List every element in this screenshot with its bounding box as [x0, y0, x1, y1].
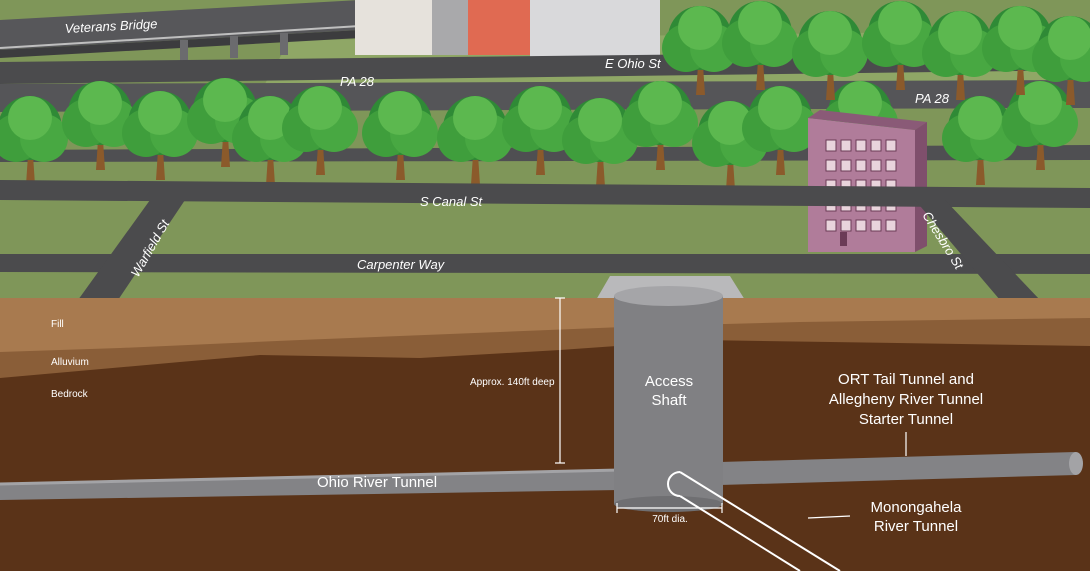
building-window	[870, 219, 882, 232]
tree	[942, 96, 1018, 185]
building-window	[885, 139, 897, 152]
road-s-canal-st	[0, 180, 1090, 208]
label-depth: Approx. 140ft deep	[470, 377, 555, 388]
veterans-bridge	[0, 0, 360, 50]
road-carpenter-way	[0, 254, 1090, 274]
tree	[1002, 81, 1078, 170]
label-s-canal-st: S Canal St	[420, 194, 484, 209]
ort-tunnel-end	[1069, 452, 1083, 475]
tree	[742, 86, 818, 175]
building-window	[855, 139, 867, 152]
bridge-piers	[180, 33, 288, 62]
tree	[922, 11, 998, 100]
tree	[662, 6, 738, 95]
label-bedrock: Bedrock	[51, 389, 89, 400]
label-alluvium: Alluvium	[51, 357, 89, 368]
tree	[122, 91, 198, 180]
tree	[0, 96, 68, 185]
tree	[502, 86, 578, 175]
label-pa28-right: PA 28	[915, 91, 950, 106]
background-building-red	[468, 0, 530, 55]
label-ort-3: Starter Tunnel	[859, 411, 953, 428]
label-fill: Fill	[51, 319, 64, 330]
road-warfield-st	[78, 200, 185, 300]
label-ort-1: ORT Tail Tunnel and	[838, 371, 974, 388]
tree	[62, 81, 138, 170]
tree	[562, 98, 638, 187]
background-building-white	[355, 0, 435, 55]
tree	[722, 1, 798, 90]
building-window	[840, 139, 852, 152]
ohio-river-tunnel	[0, 470, 620, 500]
building-window	[870, 159, 882, 172]
layer-bedrock	[0, 298, 1090, 571]
ohio-tunnel-highlight	[0, 468, 621, 486]
building-window	[825, 139, 837, 152]
label-carpenter-way: Carpenter Way	[357, 257, 446, 272]
label-monongahela-1: Monongahela	[871, 499, 963, 516]
label-veterans-bridge: Veterans Bridge	[64, 16, 157, 36]
background-building-gray	[432, 0, 470, 55]
access-shaft	[614, 286, 723, 512]
label-ort-2: Allegheny River Tunnel	[829, 391, 983, 408]
leader-monongahela	[807, 515, 851, 519]
tree	[282, 86, 358, 175]
layer-fill	[0, 298, 1090, 352]
depth-marker	[555, 297, 565, 464]
tree	[622, 81, 698, 170]
tree	[437, 96, 513, 185]
label-access-shaft-2: Shaft	[651, 392, 687, 409]
label-e-ohio-st: E Ohio St	[605, 56, 662, 71]
building-window	[840, 219, 852, 232]
tree	[792, 11, 868, 100]
building-window	[870, 139, 882, 152]
background-building-light	[530, 0, 660, 58]
tree	[692, 101, 768, 190]
tree-row	[0, 1, 1090, 190]
ort-tail-tunnel	[720, 452, 1076, 485]
apartment-building	[808, 110, 927, 252]
building-window	[885, 219, 897, 232]
diameter-marker	[616, 503, 723, 513]
building-window	[855, 219, 867, 232]
label-ohio-river-tunnel: Ohio River Tunnel	[317, 474, 437, 491]
tree	[862, 1, 938, 90]
building-window	[855, 159, 867, 172]
label-access-shaft-1: Access	[645, 373, 693, 390]
building-window	[840, 159, 852, 172]
road-chesbro-st	[915, 200, 1040, 300]
bridge-rail	[0, 25, 361, 49]
building-window	[885, 159, 897, 172]
tree	[362, 91, 438, 180]
building-window	[825, 219, 837, 232]
tree	[1032, 16, 1090, 105]
building-door	[840, 232, 847, 246]
label-pa28-left: PA 28	[340, 74, 375, 89]
building-window	[825, 159, 837, 172]
label-monongahela-2: River Tunnel	[874, 518, 958, 535]
label-diameter: 70ft dia.	[652, 514, 688, 525]
